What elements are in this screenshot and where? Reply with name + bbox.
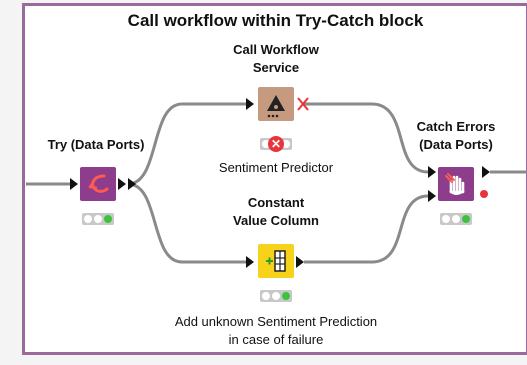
status-dot	[94, 215, 102, 223]
status-dot	[262, 292, 270, 300]
constant-node[interactable]	[258, 244, 294, 278]
callworkflow-node-label-1: Call Workflow	[233, 42, 319, 57]
constant-column-icon	[266, 250, 286, 272]
status-dot	[442, 215, 450, 223]
constant-node-annotation-2: in case of failure	[228, 332, 324, 347]
catch-input-port-2	[428, 190, 436, 202]
connection-constant-to-catch	[304, 194, 429, 264]
connection-try-to-callworkflow	[127, 102, 246, 186]
status-dot	[452, 215, 460, 223]
callworkflow-node-label-2: Service	[252, 60, 300, 75]
constant-node-status	[260, 290, 292, 302]
connection-callworkflow-to-catch	[304, 102, 429, 174]
try-node-status	[82, 213, 114, 225]
catch-icon	[445, 173, 465, 195]
constant-output-port	[296, 256, 304, 268]
try-output-port-1	[118, 178, 126, 190]
catch-node-label-1: Catch Errors	[416, 119, 496, 134]
try-input-port	[70, 178, 78, 190]
catch-flow-variable-port	[480, 190, 488, 198]
status-dot	[272, 292, 280, 300]
workflow-title: Call workflow within Try-Catch block	[127, 11, 424, 30]
constant-node-label-2: Value Column	[233, 213, 319, 228]
status-dot	[84, 215, 92, 223]
catch-node[interactable]	[438, 167, 474, 201]
callworkflow-node-annotation: Sentiment Predictor	[218, 160, 334, 175]
constant-node-label-1: Constant	[247, 195, 305, 210]
callworkflow-node[interactable]	[258, 87, 294, 121]
callworkflow-input-port	[246, 98, 254, 110]
catch-output-port	[482, 166, 490, 178]
status-dot-executed	[282, 292, 290, 300]
error-icon[interactable]: ✕	[268, 136, 284, 152]
status-dot-executed	[104, 215, 112, 223]
catch-input-port-1	[428, 166, 436, 178]
connection-try-to-constant	[127, 182, 246, 264]
status-dot-executed	[462, 215, 470, 223]
status-dot	[262, 140, 270, 148]
constant-node-annotation-1: Add unknown Sentiment Prediction	[174, 314, 378, 329]
status-dot	[282, 140, 290, 148]
constant-input-port	[246, 256, 254, 268]
try-icon	[88, 174, 109, 193]
try-output-port-2	[128, 178, 136, 190]
catch-node-status	[440, 213, 472, 225]
try-node-label: Try (Data Ports)	[47, 137, 145, 152]
call-workflow-icon	[267, 95, 285, 118]
catch-node-label-2: (Data Ports)	[419, 137, 493, 152]
try-node[interactable]	[80, 167, 116, 201]
